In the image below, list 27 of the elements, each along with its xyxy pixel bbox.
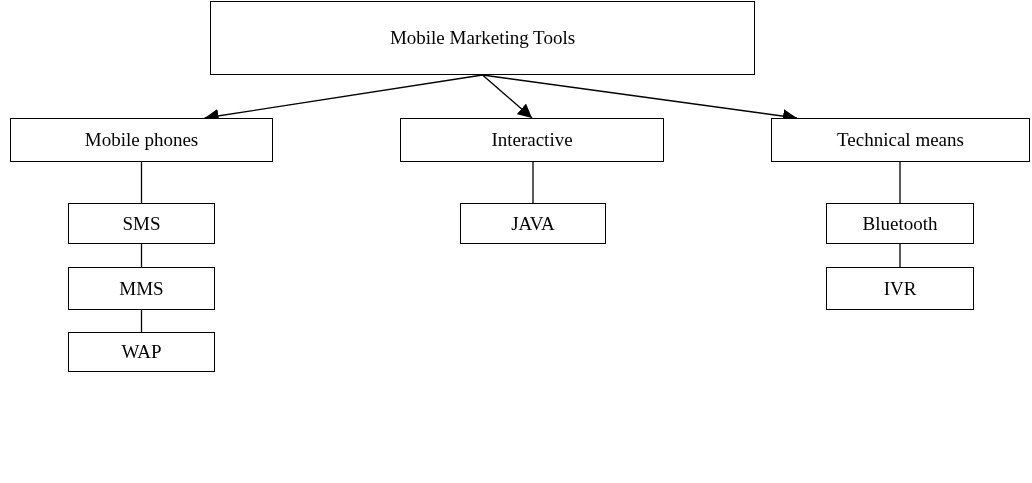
box-label: SMS [122, 212, 161, 235]
connector-line [899, 243, 901, 268]
category-box [771, 118, 1030, 162]
box-label: Bluetooth [862, 212, 938, 235]
connector-line [140, 161, 143, 204]
connector-line [140, 243, 143, 268]
box-label: Mobile Marketing Tools [389, 27, 576, 49]
box-label: WAP [121, 341, 162, 363]
category-box [400, 118, 664, 162]
arrow [481, 74, 533, 119]
category-box [10, 118, 273, 162]
title-box [210, 1, 755, 75]
category-box [826, 203, 974, 244]
category-box [68, 332, 215, 372]
box-label: IVR [883, 277, 917, 300]
box-label: Technical means [837, 129, 964, 151]
category-box [460, 203, 606, 244]
box-label: Mobile phones [84, 129, 199, 151]
connector-line [140, 309, 143, 333]
category-box [68, 267, 215, 310]
box-label: MMS [119, 277, 164, 300]
box-label: Interactive [491, 129, 573, 151]
category-box [68, 203, 215, 244]
connector-line [532, 161, 534, 204]
box-label: JAVA [511, 212, 555, 235]
category-box [826, 267, 974, 310]
connector-line [899, 161, 901, 204]
